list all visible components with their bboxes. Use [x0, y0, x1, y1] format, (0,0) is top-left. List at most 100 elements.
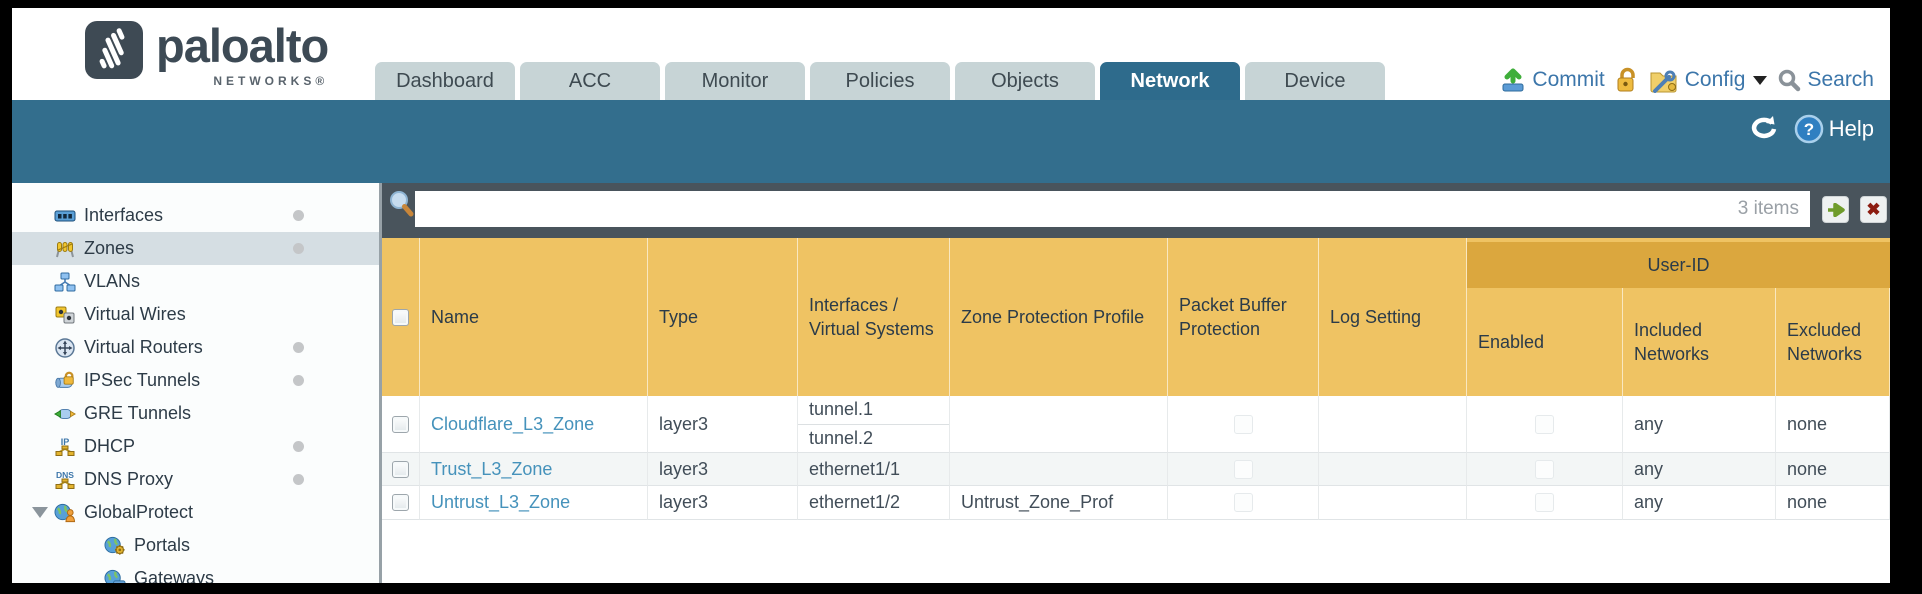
header-actions: Commit Config [1500, 60, 1874, 100]
header-select-all[interactable] [382, 238, 420, 396]
sidebar-item-virtual-routers[interactable]: Virtual Routers [12, 331, 379, 364]
filter-search-icon [388, 190, 414, 218]
interface-entry[interactable]: ethernet1/2 [798, 486, 949, 519]
svg-text:DNS: DNS [56, 470, 74, 480]
interface-entry[interactable]: tunnel.1 [798, 396, 949, 424]
sidebar-item-dot [293, 210, 304, 221]
interface-name: tunnel.1 [809, 399, 874, 420]
included-networks-cell: any [1623, 453, 1776, 486]
packet-buffer-checkbox[interactable] [1233, 414, 1253, 434]
tab-acc[interactable]: ACC [520, 62, 660, 100]
tab-network[interactable]: Network [1100, 62, 1240, 100]
sidebar-item-dot [293, 474, 304, 485]
search-icon [1777, 68, 1801, 92]
search-button[interactable]: Search [1777, 68, 1874, 92]
help-icon: ? [1794, 114, 1824, 144]
config-menu[interactable]: Config [1649, 67, 1768, 93]
column-header-interfaces-virtual-systems: Interfaces / Virtual Systems [798, 238, 950, 396]
row-select-cell[interactable] [382, 396, 420, 453]
zone-name-link[interactable]: Untrust_L3_Zone [431, 492, 571, 512]
sidebar-item-gateways[interactable]: Gateways [12, 562, 379, 583]
zone-name-link[interactable]: Trust_L3_Zone [431, 458, 553, 479]
tab-dashboard[interactable]: Dashboard [375, 62, 515, 100]
vlans-icon [54, 272, 76, 292]
tab-label: Objects [991, 69, 1059, 92]
excluded-networks-value: none [1787, 458, 1828, 479]
sidebar-item-interfaces[interactable]: Interfaces [12, 199, 379, 232]
config-icon [1649, 67, 1679, 93]
dhcp-icon: IP [54, 437, 76, 457]
tab-label: Device [1284, 69, 1346, 92]
row-checkbox[interactable] [392, 460, 409, 478]
zone-protection-cell: Untrust_Zone_Prof [950, 486, 1168, 520]
interface-name: tunnel.2 [809, 427, 874, 448]
sidebar-item-portals[interactable]: Portals [12, 529, 379, 562]
sidebar-item-label: Zones [84, 238, 135, 258]
row-select-cell[interactable] [382, 486, 420, 520]
sidebar-item-label: Virtual Wires [84, 304, 186, 324]
user-id-group-label: User-ID [1647, 254, 1710, 275]
tab-label: Monitor [701, 69, 769, 92]
expand-caret-icon[interactable] [32, 507, 48, 518]
zone-protection-cell [950, 396, 1168, 453]
column-header-label: Interfaces / Virtual Systems [809, 295, 934, 339]
user-id-enabled-checkbox[interactable] [1535, 459, 1554, 479]
excluded-networks-cell: none [1776, 453, 1890, 486]
row-checkbox[interactable] [392, 494, 409, 511]
apply-filter-button[interactable] [1822, 196, 1849, 223]
user-id-enabled-checkbox[interactable] [1535, 414, 1554, 434]
top-header: paloalto NETWORKS® Dashboard ACC Monitor Po… [12, 8, 1890, 100]
interfaces-icon [54, 206, 76, 226]
packet-buffer-checkbox[interactable] [1233, 493, 1253, 512]
sidebar-item-globalprotect[interactable]: GlobalProtect [12, 496, 379, 529]
sidebar-item-ipsec-tunnels[interactable]: IPSec Tunnels [12, 364, 379, 397]
zone-protection-cell [950, 453, 1168, 486]
zones-icon [54, 239, 76, 259]
sidebar-item-gre-tunnels[interactable]: GRE Tunnels [12, 397, 379, 430]
sidebar-item-virtual-wires[interactable]: Virtual Wires [12, 298, 379, 331]
row-select-cell[interactable] [382, 453, 420, 486]
svg-text:IP: IP [61, 437, 70, 447]
select-all-checkbox[interactable] [392, 308, 409, 326]
interface-name: ethernet1/1 [809, 458, 901, 479]
packet-buffer-cell [1168, 453, 1319, 486]
sidebar-item-dot [293, 243, 304, 254]
user-id-enabled-checkbox[interactable] [1535, 493, 1554, 512]
tab-device[interactable]: Device [1245, 62, 1385, 100]
packet-buffer-checkbox[interactable] [1233, 459, 1253, 479]
clear-filter-button[interactable]: ✖ [1860, 196, 1887, 223]
interface-entry[interactable]: ethernet1/1 [798, 453, 949, 485]
close-icon: ✖ [1866, 199, 1881, 219]
brand-subtitle: NETWORKS® [213, 74, 329, 88]
virtual-wires-icon [54, 305, 76, 325]
zone-name-cell: Untrust_L3_Zone [420, 486, 648, 520]
help-button[interactable]: ? Help [1794, 114, 1874, 144]
zone-name-cell: Cloudflare_L3_Zone [420, 396, 648, 453]
lock-icon[interactable] [1615, 67, 1639, 93]
refresh-icon[interactable] [1746, 114, 1780, 144]
sidebar-item-vlans[interactable]: VLANs [12, 265, 379, 298]
tab-policies[interactable]: Policies [810, 62, 950, 100]
row-checkbox[interactable] [392, 415, 409, 433]
tab-monitor[interactable]: Monitor [665, 62, 805, 100]
config-label: Config [1684, 68, 1746, 91]
brand-name: paloalto [156, 19, 329, 72]
tab-label: Dashboard [396, 69, 494, 92]
sidebar-item-zones[interactable]: Zones [12, 232, 379, 265]
portals-icon [104, 536, 126, 556]
filter-input[interactable]: 3 items [415, 191, 1810, 227]
help-label: Help [1828, 116, 1874, 141]
column-header-label: Enabled [1478, 332, 1545, 352]
sidebar-item-label: GlobalProtect [84, 502, 194, 522]
included-networks-value: any [1634, 458, 1664, 479]
tab-objects[interactable]: Objects [955, 62, 1095, 100]
commit-button[interactable]: Commit [1500, 67, 1605, 93]
log-setting-cell [1319, 453, 1467, 486]
interface-entry[interactable]: tunnel.2 [798, 423, 949, 453]
zone-name-link[interactable]: Cloudflare_L3_Zone [431, 413, 595, 434]
